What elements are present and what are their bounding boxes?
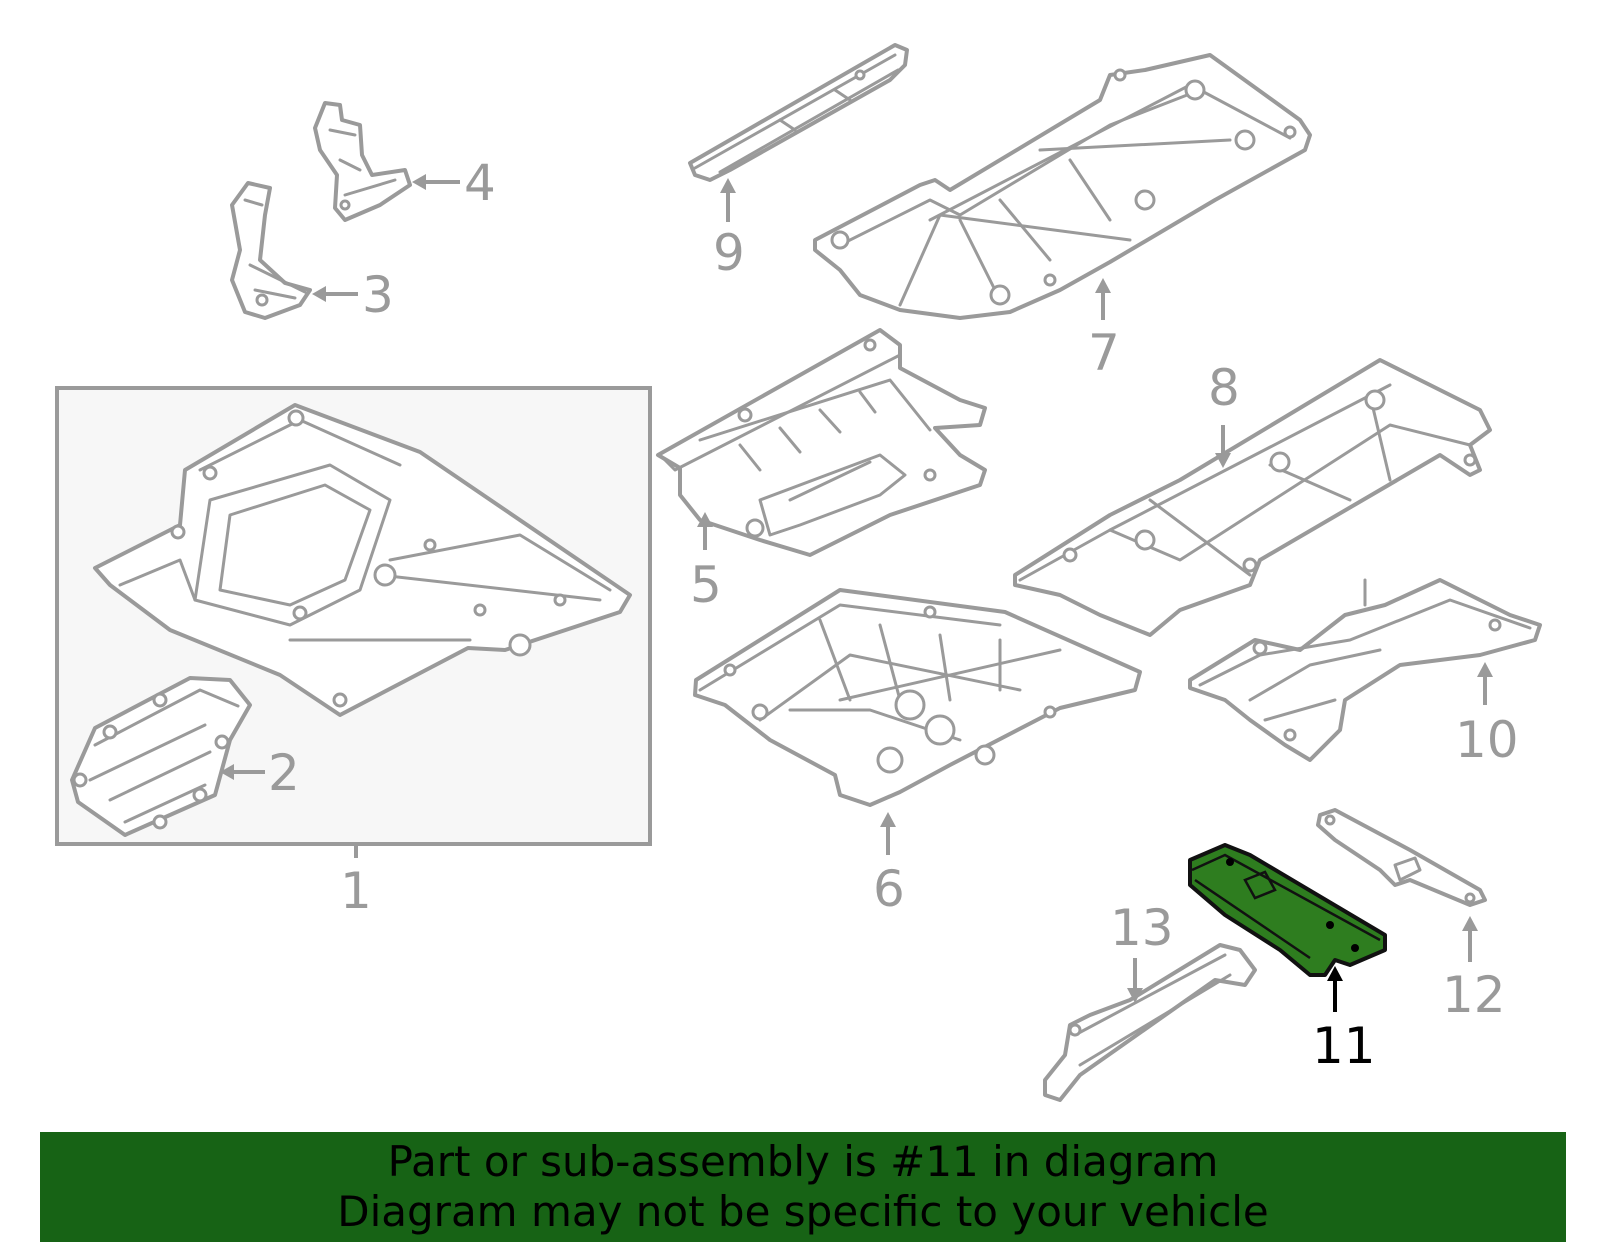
- callout-10: 10: [1455, 711, 1519, 769]
- part-11-highlighted[interactable]: [1188, 843, 1387, 977]
- callout-5: 5: [690, 556, 722, 614]
- callout-6: 6: [873, 860, 905, 918]
- part-7-rear-shield[interactable]: [813, 53, 1312, 320]
- callout-11-highlighted: 11: [1312, 1017, 1376, 1075]
- part-10-shield[interactable]: [1188, 578, 1542, 762]
- part-info-banner: Part or sub-assembly is #11 in diagram D…: [40, 1132, 1566, 1242]
- part-5-panel[interactable]: [656, 328, 987, 557]
- callout-9: 9: [713, 224, 745, 282]
- part-3-bracket[interactable]: [230, 181, 312, 320]
- callout-12: 12: [1442, 966, 1506, 1024]
- part-6-shield[interactable]: [693, 588, 1142, 807]
- part-8-long-shield[interactable]: [1013, 358, 1492, 637]
- banner-line-1: Part or sub-assembly is #11 in diagram: [387, 1137, 1219, 1186]
- part-9-rail[interactable]: [688, 43, 909, 182]
- banner-line-2: Diagram may not be specific to your vehi…: [337, 1187, 1269, 1236]
- part-13-bracket[interactable]: [1043, 943, 1257, 1102]
- part-4-bracket[interactable]: [313, 101, 412, 222]
- callout-13: 13: [1110, 899, 1174, 957]
- callout-7: 7: [1088, 324, 1120, 382]
- part-1-underbody-shield[interactable]: [93, 403, 632, 717]
- callout-1: 1: [340, 862, 372, 920]
- leader-arrows: [220, 174, 1493, 1012]
- callout-numbers: 1 2 3 4 5 6 7 8 9 10 11 12 13: [268, 154, 1519, 1075]
- callout-3: 3: [362, 266, 394, 324]
- callout-2: 2: [268, 744, 300, 802]
- part-12-bracket[interactable]: [1316, 808, 1487, 907]
- callout-4: 4: [464, 154, 496, 212]
- callout-8: 8: [1208, 359, 1240, 417]
- part-2-shield[interactable]: [70, 676, 252, 837]
